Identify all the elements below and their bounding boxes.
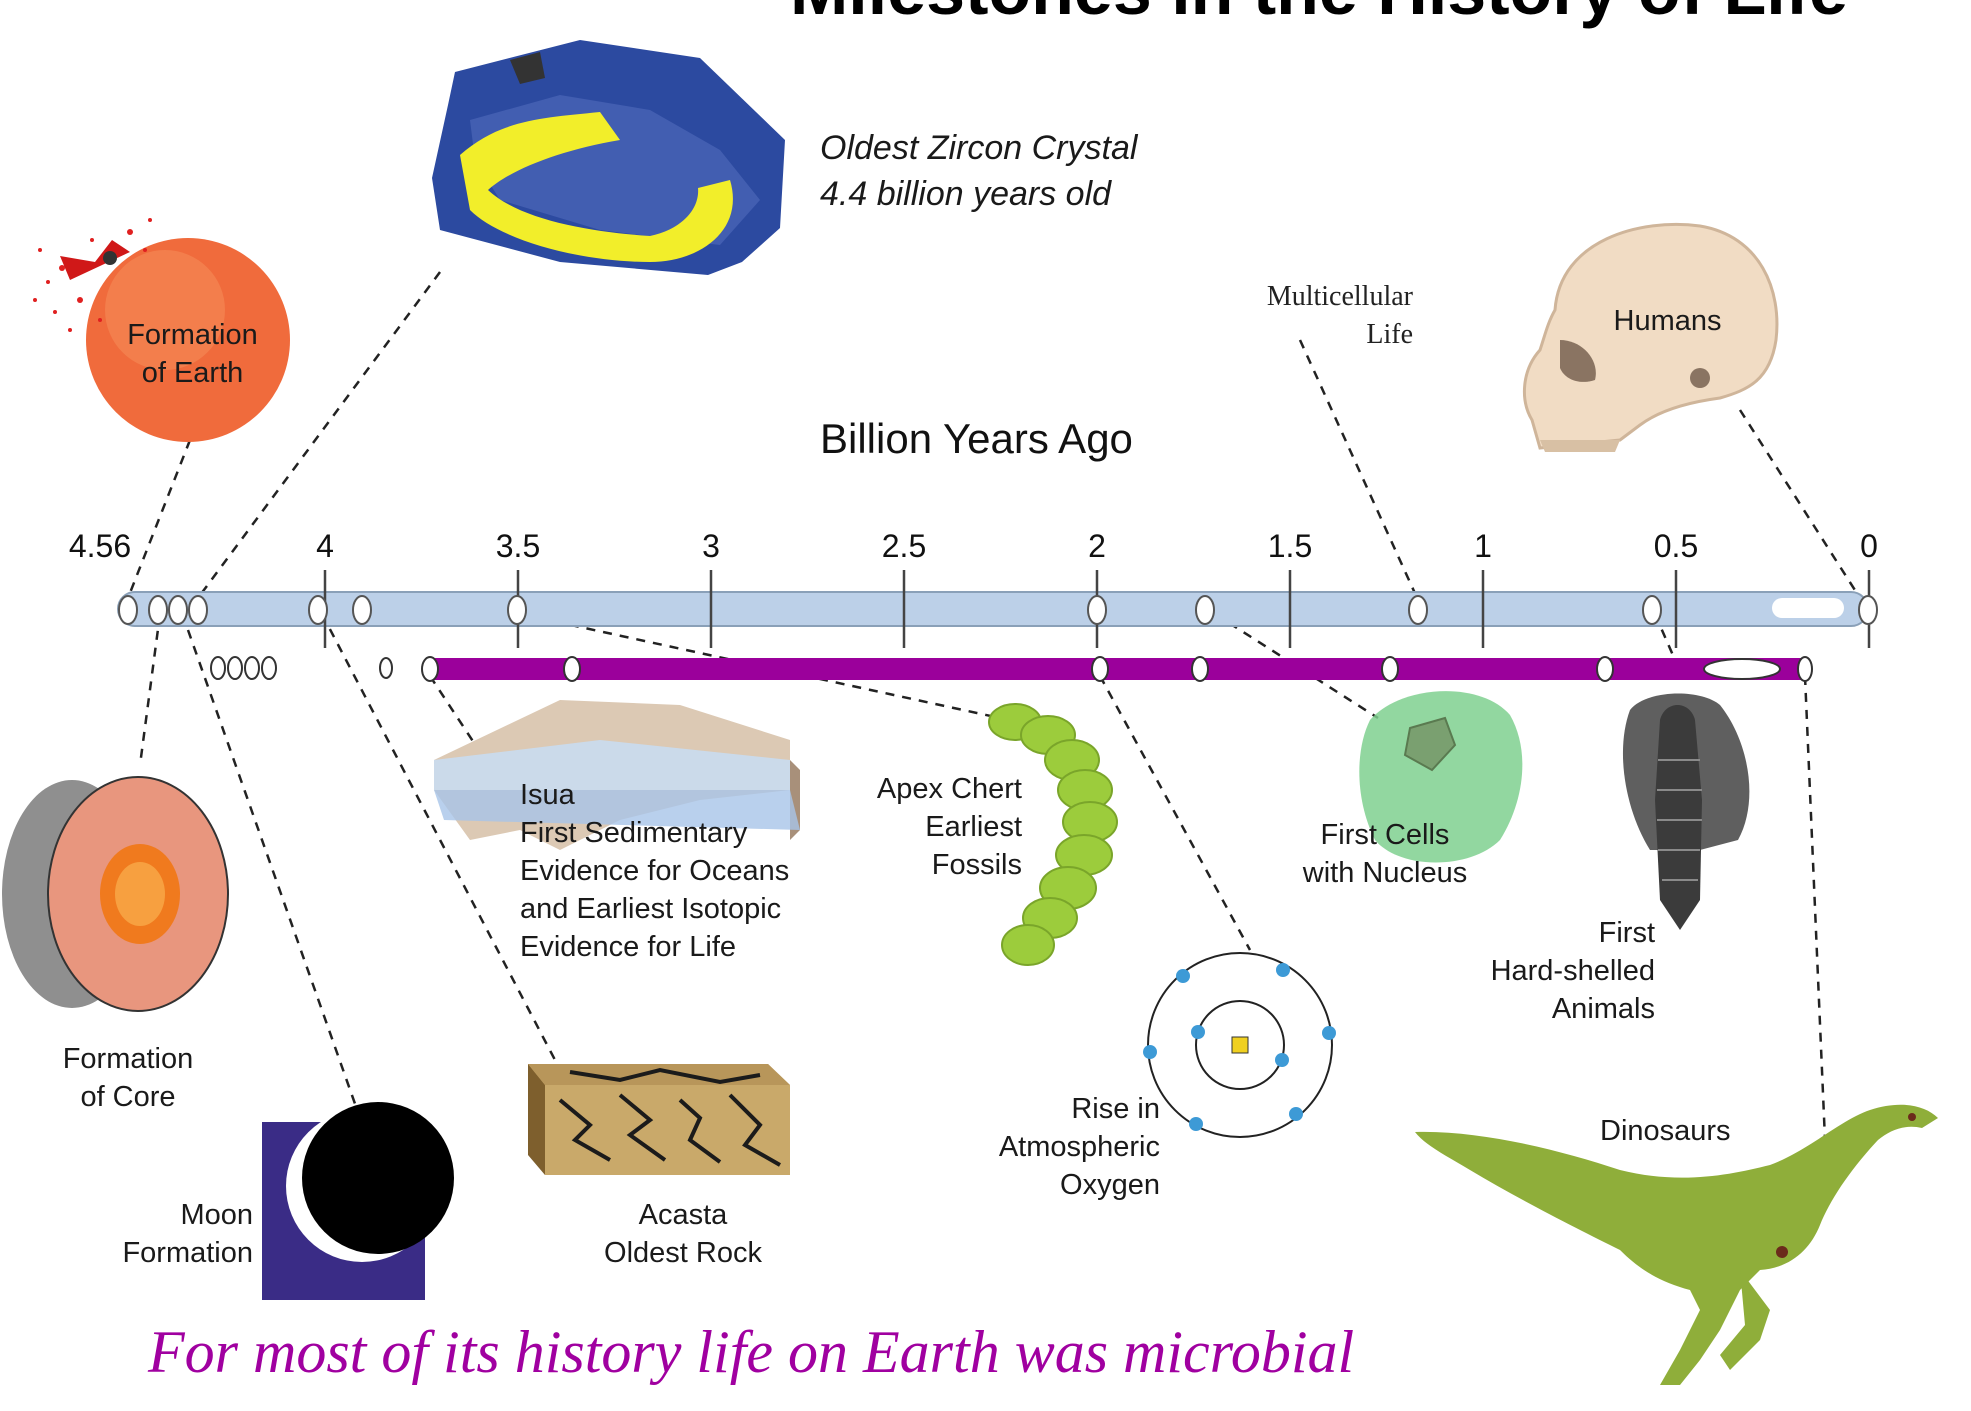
tick-label: 1.5: [1268, 528, 1312, 565]
connector-core: [140, 614, 160, 765]
tick-label: 4.56: [69, 528, 131, 565]
axis-title: Billion Years Ago: [820, 415, 1133, 463]
tick-label: 0: [1860, 528, 1878, 565]
zircon-crystal-icon: [432, 40, 785, 275]
tick-label: 0.5: [1654, 528, 1698, 565]
life-bar: [211, 657, 1812, 681]
connector-multicellular: [1300, 340, 1418, 600]
tick-label: 4: [316, 528, 334, 565]
core-cutaway-icon: [2, 777, 228, 1011]
label-dinosaurs: Dinosaurs: [1600, 1112, 1731, 1150]
tick-label: 3: [702, 528, 720, 565]
connector-oxygen: [1100, 676, 1250, 950]
timeline-bar: [118, 570, 1877, 648]
label-humans: Humans: [1575, 302, 1760, 340]
tick-label: 1: [1474, 528, 1492, 565]
connector-humans: [1740, 410, 1860, 598]
tagline: For most of its history life on Earth wa…: [148, 1318, 1354, 1387]
rock-block-icon: [528, 1064, 790, 1175]
connector-dinosaurs: [1805, 676, 1825, 1140]
tick-label: 3.5: [496, 528, 540, 565]
tick-label: 2.5: [882, 528, 926, 565]
moon-icon: [262, 1102, 454, 1300]
connector-earth: [128, 440, 190, 598]
atom-icon: [1143, 953, 1336, 1137]
trilobite-icon: [1623, 694, 1749, 930]
tick-label: 2: [1088, 528, 1106, 565]
